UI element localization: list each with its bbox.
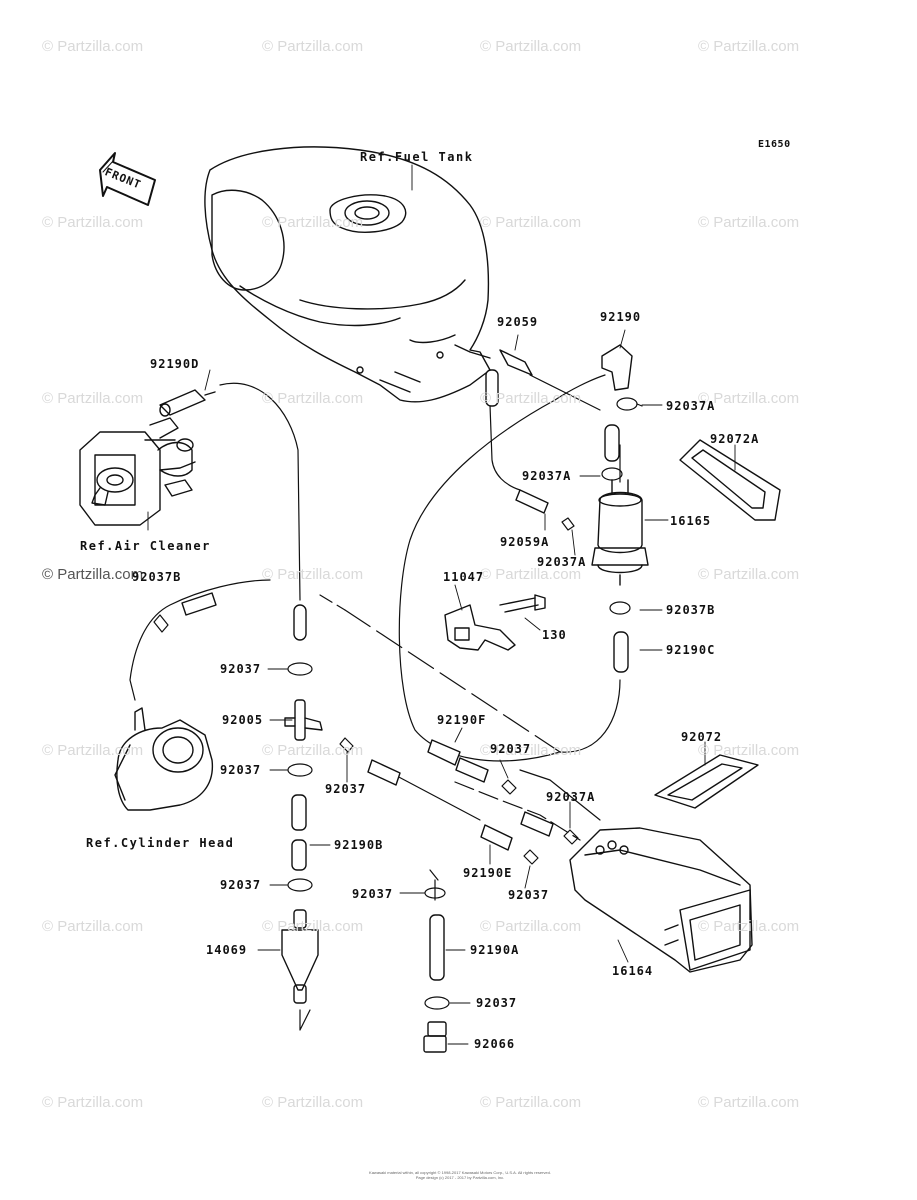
ref-fuel-tank-label: Ref.Fuel Tank [360,150,474,164]
watermark: © Partzilla.com [480,566,582,583]
purge-valve-illustration [591,479,649,586]
hose-clamps [153,397,643,1010]
watermark: © Partzilla.com [480,390,582,407]
hose-segments [181,344,633,981]
part-label-92037[interactable]: 92037 [352,887,394,901]
fuel-valve-illustration [79,417,196,526]
part-label-92037A[interactable]: 92037A [666,399,716,413]
cylinder-head-illustration [114,707,214,811]
part-label-92072A[interactable]: 92072A [710,432,760,446]
part-label-92059[interactable]: 92059 [497,315,539,329]
part-label-92037A[interactable]: 92037A [546,790,596,804]
watermark: © Partzilla.com [698,38,800,55]
watermark: © Partzilla.com [698,390,800,407]
hose-92190D-illustration [159,389,216,417]
watermark: © Partzilla.com [262,38,364,55]
part-label-92037B[interactable]: 92037B [132,570,182,584]
part-label-92037[interactable]: 92037 [220,763,262,777]
watermark: © Partzilla.com [480,742,582,759]
part-label-14069[interactable]: 14069 [206,943,248,957]
part-label-92190[interactable]: 92190 [600,310,642,324]
part-label-92072[interactable]: 92072 [681,730,723,744]
watermark: © Partzilla.com [262,742,364,759]
front-arrow-icon [99,152,156,206]
part-label-92037[interactable]: 92037 [490,742,532,756]
fuel-filter-illustration [281,909,319,1004]
band-92072A-illustration [679,439,781,521]
part-label-92037[interactable]: 92037 [476,996,518,1010]
part-label-92037B[interactable]: 92037B [666,603,716,617]
part-label-92005[interactable]: 92005 [222,713,264,727]
ref-cylinder-head-label: Ref.Cylinder Head [86,836,235,850]
watermark: © Partzilla.com [480,918,582,935]
watermark: © Partzilla.com [262,566,364,583]
watermark: © Partzilla.com [480,1094,582,1111]
copyright-line: Page design (c) 2017 - 2017 by Partzilla… [415,1175,505,1180]
watermark: © Partzilla.com [698,918,800,935]
part-label-92066[interactable]: 92066 [474,1037,516,1051]
leader-lines [147,164,736,1045]
diagram-code: E1650 [758,139,791,150]
watermark: © Partzilla.com [698,1094,800,1111]
part-label-92037A[interactable]: 92037A [522,469,572,483]
watermark: © Partzilla.com [480,38,582,55]
watermark: © Partzilla.com [42,742,144,759]
part-label-92059A[interactable]: 92059A [500,535,550,549]
canister-illustration [569,827,753,973]
part-label-92190B[interactable]: 92190B [334,838,384,852]
joint-illustration [423,1021,447,1053]
tee-fitting-illustration [284,699,323,741]
part-label-92037[interactable]: 92037 [220,878,262,892]
watermark: © Partzilla.com [698,214,800,231]
part-label-16164[interactable]: 16164 [612,964,654,978]
part-label-92190D[interactable]: 92190D [150,357,200,371]
fuel-tank-illustration [204,146,491,403]
band-92072-illustration [654,754,759,809]
watermark: © Partzilla.com [698,742,800,759]
part-label-130[interactable]: 130 [542,628,567,642]
ref-air-cleaner-label: Ref.Air Cleaner [80,539,211,553]
bracket-illustration [444,594,546,651]
watermark: © Partzilla.com [480,214,582,231]
watermark: © Partzilla.com [42,1094,144,1111]
copyright-line: Kawasaki material within, all copyright … [369,1170,551,1175]
watermark: © Partzilla.com [262,1094,364,1111]
watermark: © Partzilla.com [262,390,364,407]
part-label-92037[interactable]: 92037 [508,888,550,902]
part-label-92190A[interactable]: 92190A [470,943,520,957]
part-label-92190F[interactable]: 92190F [437,713,487,727]
watermark: © Partzilla.com [698,566,800,583]
watermark: © Partzilla.com [262,918,364,935]
watermark: © Partzilla.com [262,214,364,231]
part-label-11047[interactable]: 11047 [443,570,485,584]
part-label-92190E[interactable]: 92190E [463,866,513,880]
copyright-footer: Kawasaki material within, all copyright … [340,1170,580,1180]
watermark: © Partzilla.com [42,38,144,55]
part-label-92037[interactable]: 92037 [325,782,367,796]
part-label-92037[interactable]: 92037 [220,662,262,676]
watermark: © Partzilla.com [42,918,144,935]
part-label-16165[interactable]: 16165 [670,514,712,528]
part-label-92190C[interactable]: 92190C [666,643,716,657]
watermark: © Partzilla.com [42,214,144,231]
watermark: © Partzilla.com [42,566,144,583]
watermark: © Partzilla.com [42,390,144,407]
part-label-92037A[interactable]: 92037A [537,555,587,569]
